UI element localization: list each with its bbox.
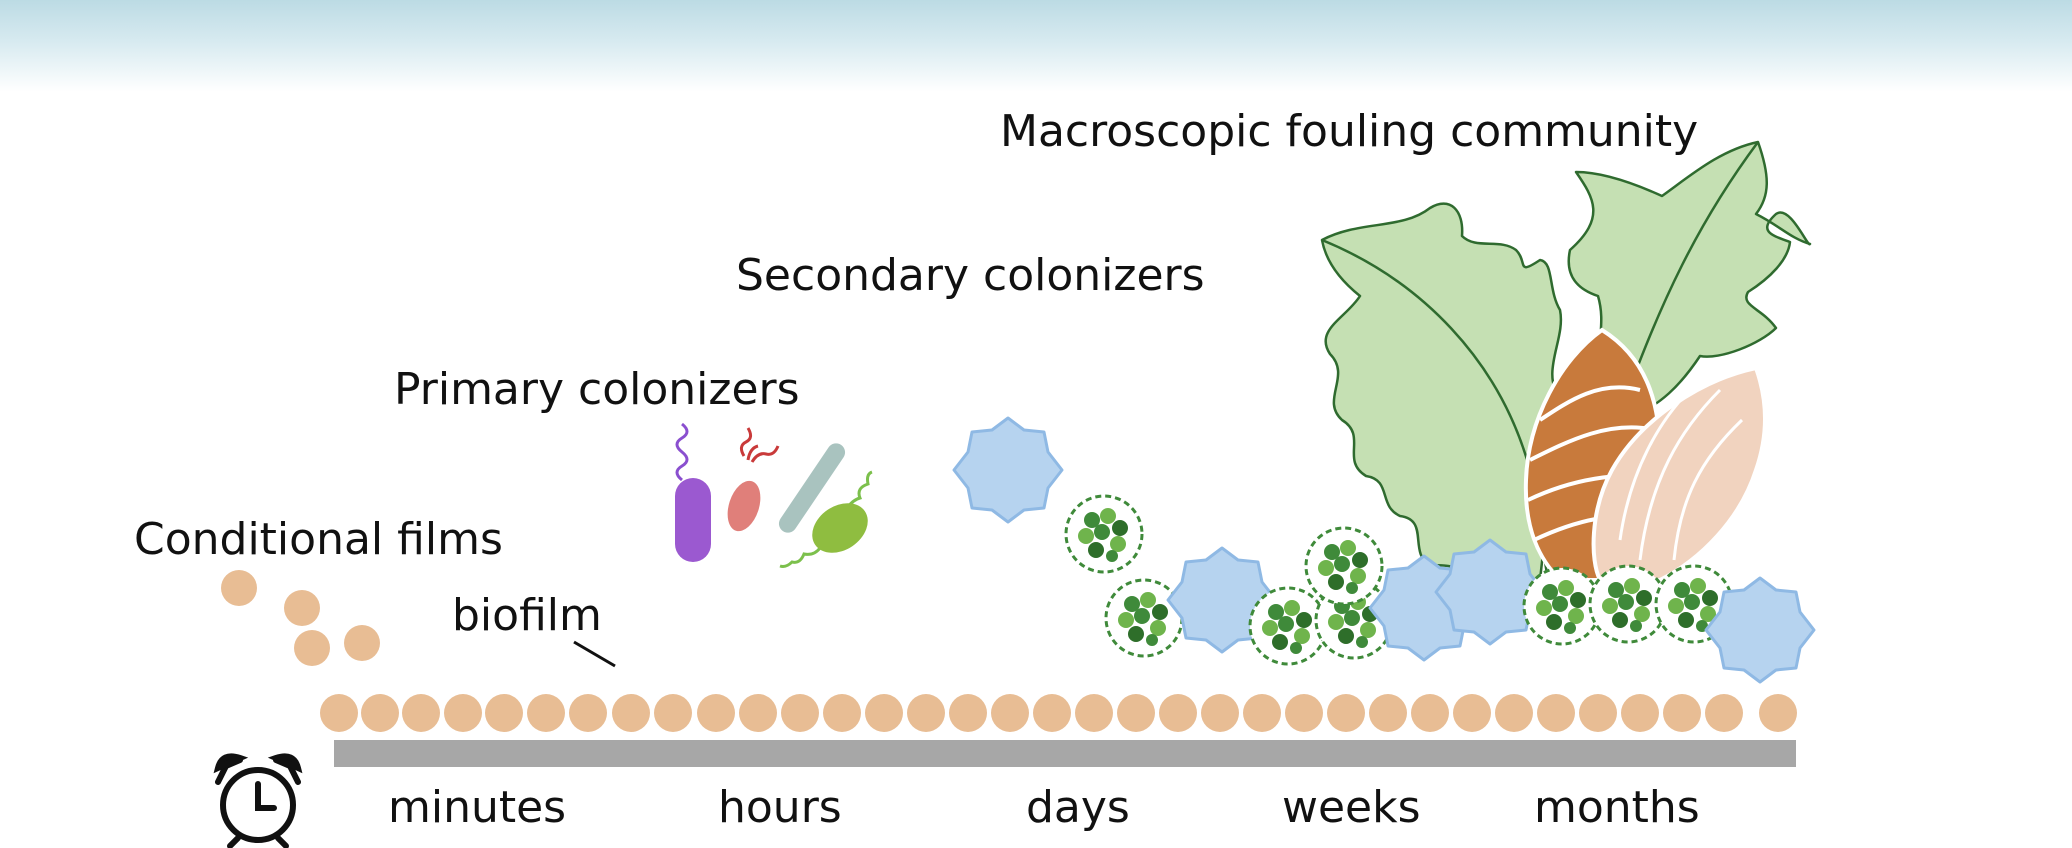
diatom-spore-floating (952, 416, 1064, 524)
algal-cell-cluster (1104, 578, 1184, 658)
macroalgae-frond-left (1320, 202, 1563, 584)
bacteria-flagellated-green (779, 470, 873, 568)
timeline-label-hours: hours (718, 782, 842, 833)
stage-label-biofilm: biofilm (452, 590, 602, 641)
biofilm-pointer-line (573, 640, 616, 668)
header-gradient-band (0, 0, 2072, 92)
bacteria-flagellated-pink (727, 427, 780, 532)
algal-cell-cluster (1588, 564, 1668, 644)
bacteria-rod-purple (675, 422, 711, 562)
timeline-label-minutes: minutes (388, 782, 567, 833)
timeline-label-weeks: weeks (1282, 782, 1421, 833)
timeline-label-months: months (1534, 782, 1700, 833)
algal-cell-cluster (1064, 494, 1144, 574)
algal-cell-cluster (1522, 566, 1602, 646)
stage-label-primary: Primary colonizers (394, 364, 800, 415)
alarm-clock-icon (213, 753, 303, 848)
settling-particles (221, 570, 380, 666)
diatom-spore (1704, 576, 1816, 684)
substrate-surface (334, 740, 1796, 767)
bacteria-rod-grey (778, 443, 846, 533)
timeline-label-days: days (1026, 782, 1130, 833)
algal-cell-cluster (1304, 526, 1384, 606)
conditioning-film-particles (320, 694, 1797, 732)
stage-label-conditional: Conditional films (134, 514, 503, 565)
algal-cell-cluster (1248, 586, 1328, 666)
stage-label-secondary: Secondary colonizers (736, 250, 1205, 301)
stage-label-macroscopic: Macroscopic fouling community (1000, 106, 1699, 157)
